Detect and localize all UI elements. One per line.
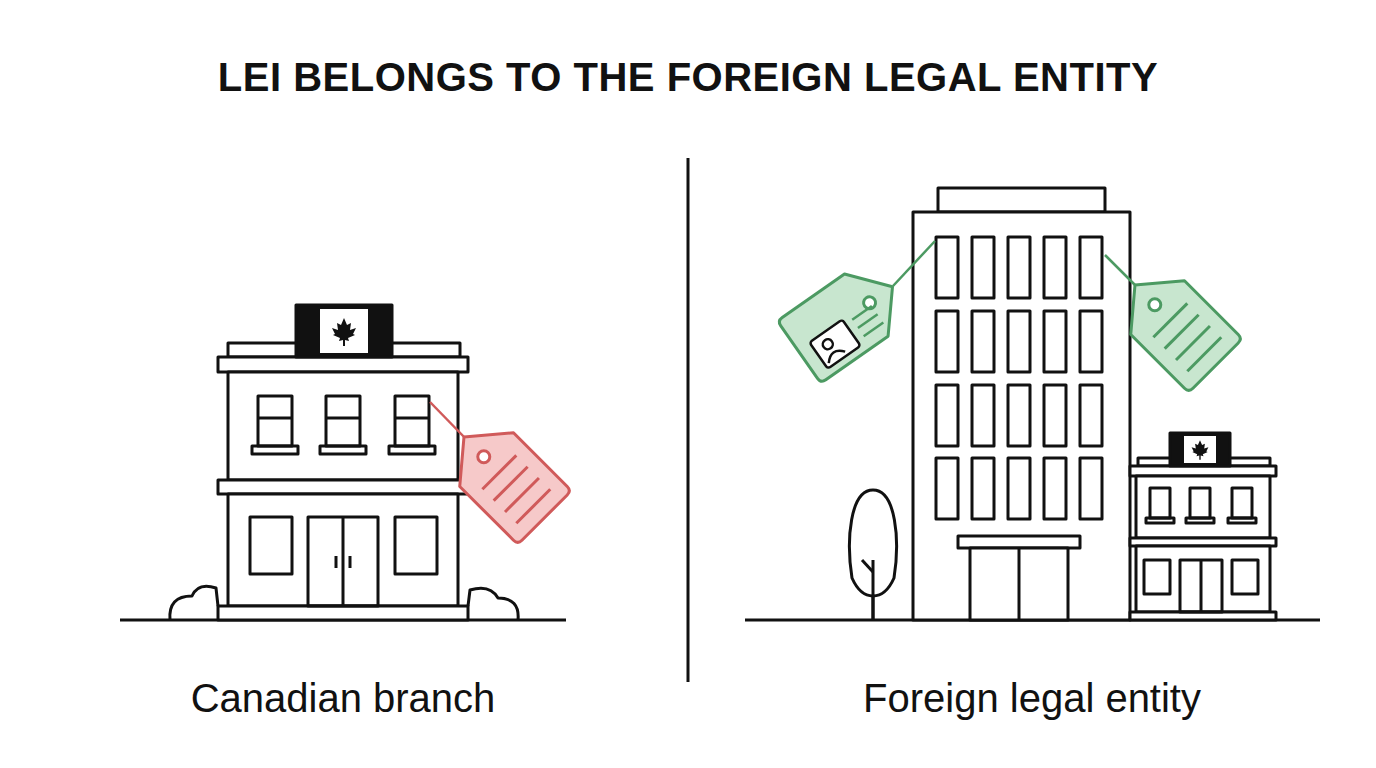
branch-building-small	[1130, 433, 1276, 620]
green-tag-id	[777, 256, 914, 384]
tower-window	[1008, 311, 1030, 372]
tower-window	[1080, 311, 1102, 372]
tower-window	[936, 385, 958, 446]
tower-window	[1008, 385, 1030, 446]
tower-window	[1080, 385, 1102, 446]
tower-window	[1044, 311, 1066, 372]
tower-window	[936, 458, 958, 519]
tower-window	[1008, 458, 1030, 519]
tower-window	[972, 311, 994, 372]
id-card-icon	[809, 301, 886, 369]
line-art	[120, 158, 1320, 682]
tag-string	[430, 402, 468, 441]
red-tag	[437, 410, 571, 544]
head-office-building	[745, 188, 1320, 620]
green-tag	[1108, 258, 1242, 392]
tower-window	[1008, 237, 1030, 298]
divider	[687, 158, 690, 682]
tower-window	[1044, 458, 1066, 519]
diagram-title: LEI BELONGS TO THE FOREIGN LEGAL ENTITY	[218, 55, 1158, 100]
tower-window	[972, 458, 994, 519]
building-caption: Canadian branch	[191, 676, 496, 721]
tower-window	[1080, 237, 1102, 298]
tower-window	[936, 237, 958, 298]
tower-window	[1044, 237, 1066, 298]
tower-window	[1044, 385, 1066, 446]
building-caption: Foreign legal entity	[863, 676, 1201, 721]
tower-window	[1080, 458, 1102, 519]
tower-window	[972, 385, 994, 446]
tag-string	[893, 241, 935, 286]
tower-window	[936, 311, 958, 372]
tower-window	[972, 237, 994, 298]
